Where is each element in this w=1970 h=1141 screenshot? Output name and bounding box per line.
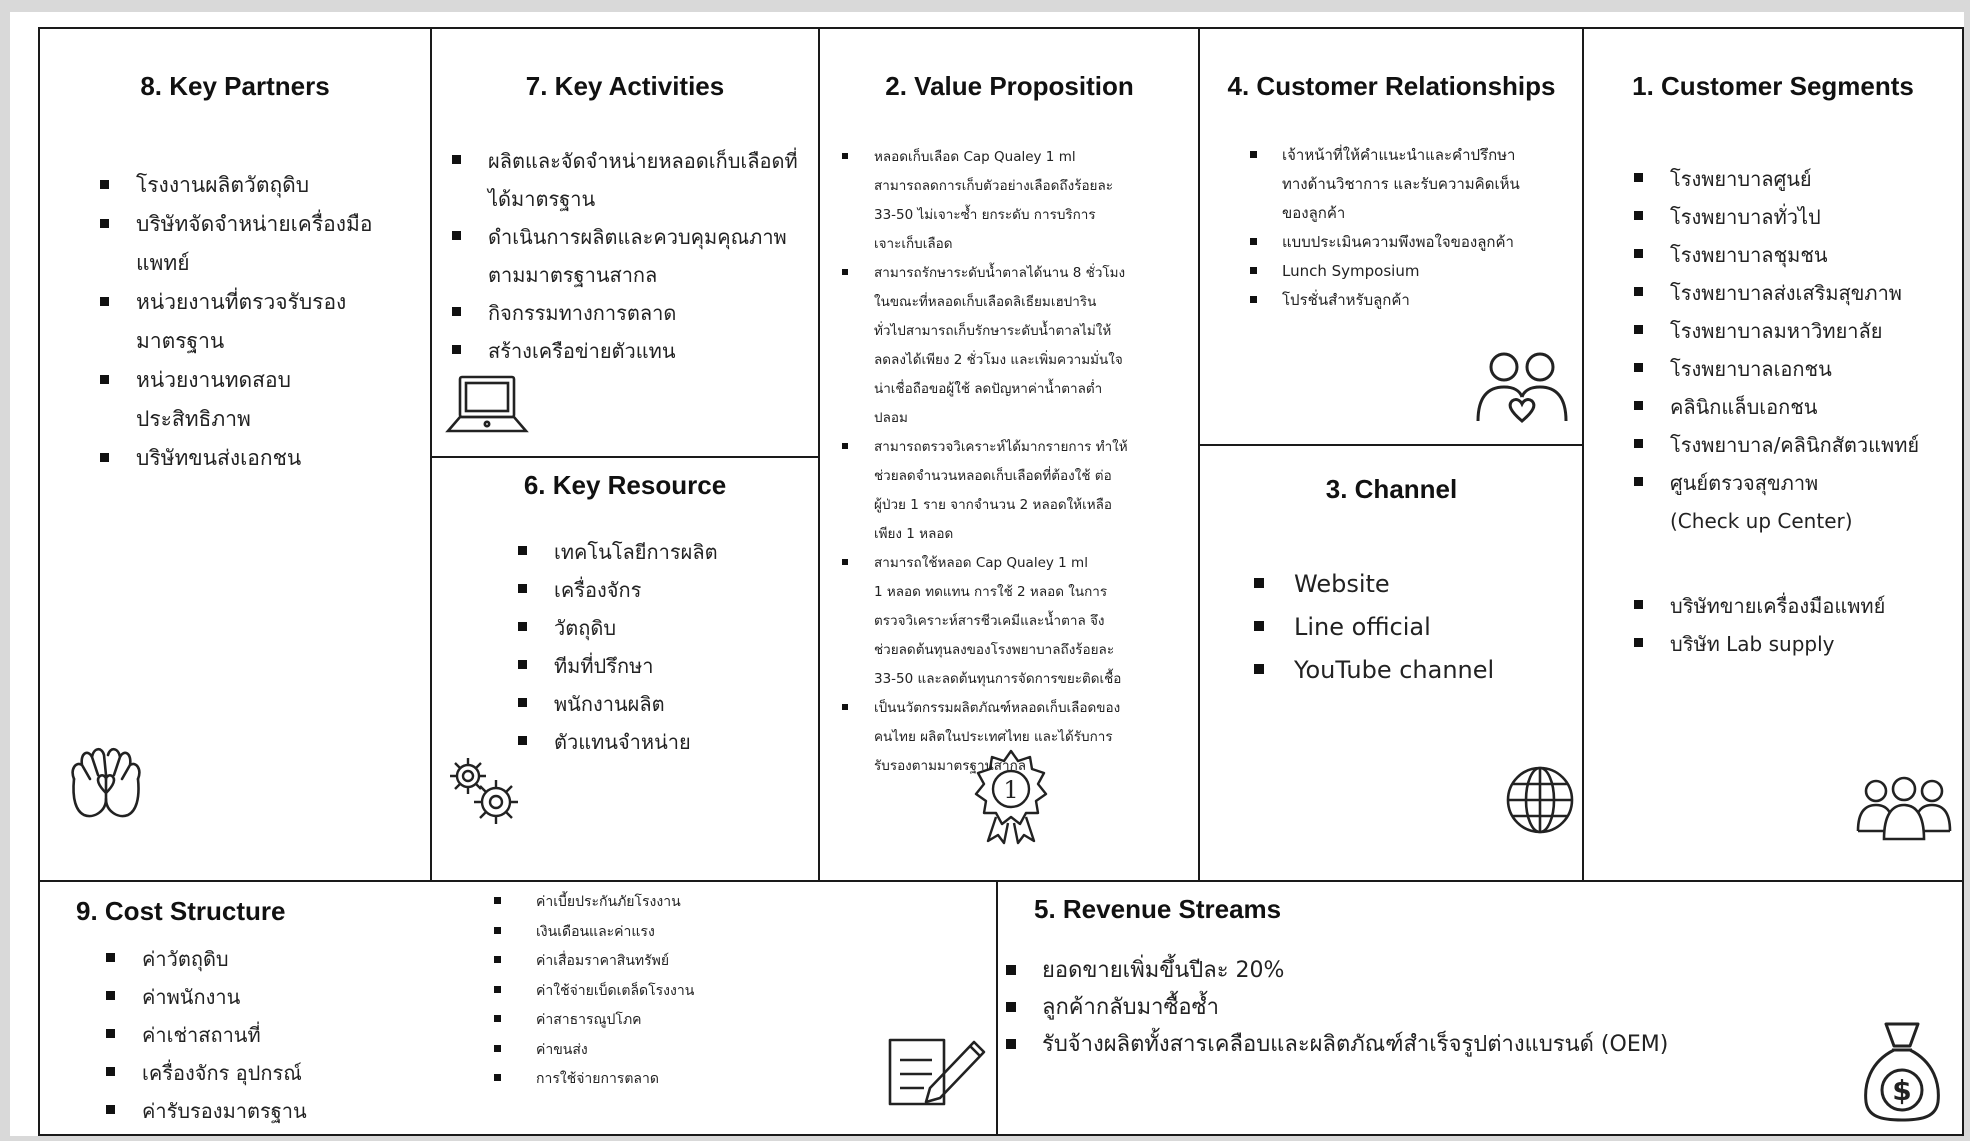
cost-structure-title: 9. Cost Structure bbox=[76, 896, 286, 926]
revenue-streams-list: ยอดขายเพิ่มขึ้นปีละ 20%ลูกค้ากลับมาซื้อซ… bbox=[1006, 952, 1766, 1063]
list-item: โรงพยาบาลมหาวิทยาลัย bbox=[1628, 312, 1958, 350]
list-item: หลอดเก็บเลือด Cap Qualey 1 ml สามารถลดกา… bbox=[826, 143, 1196, 259]
list-item: การใช้จ่ายการตลาด bbox=[488, 1065, 868, 1095]
list-item: ค่าพนักงาน bbox=[100, 978, 460, 1016]
list-item: โรงพยาบาลทั่วไป bbox=[1628, 198, 1958, 236]
key-resource-title: 6. Key Resource bbox=[523, 470, 727, 500]
list-item: Lunch Symposium bbox=[1246, 257, 1583, 286]
list-item: แบบประเมินความพึงพอใจของลูกค้า bbox=[1246, 228, 1583, 257]
money-bag-icon: $ bbox=[1860, 1020, 1944, 1124]
list-item: ศูนย์ตรวจสุขภาพ (Check up Center) bbox=[1628, 464, 1958, 540]
list-item: โรงพยาบาลชุมชน bbox=[1628, 236, 1958, 274]
list-item: ดำเนินการผลิตและควบคุมคุณภาพ ตามมาตรฐานส… bbox=[446, 218, 816, 294]
value-proposition-title: 2. Value Proposition bbox=[885, 71, 1134, 101]
customer-segments-block: 1. Customer Segments โรงพยาบาลศูนย์โรงพย… bbox=[1582, 27, 1964, 883]
list-item: รับจ้างผลิตทั้งสารเคลือบและผลิตภัณฑ์สำเร… bbox=[1006, 1026, 1766, 1063]
customer-relationships-block: 4. Customer Relationships เจ้าหน้าที่ให้… bbox=[1198, 27, 1585, 447]
list-item: บริษัทขนส่งเอกชน bbox=[94, 439, 424, 478]
list-item: Line official bbox=[1250, 606, 1580, 649]
cost-structure-block: 9. Cost Structure ค่าวัตถุดิบค่าพนักงานค… bbox=[38, 880, 1008, 1136]
list-item: บริษัทขายเครื่องมือแพทย์ bbox=[1628, 587, 1958, 625]
list-item: Website bbox=[1250, 563, 1580, 606]
business-model-canvas: 8. Key Partners โรงงานผลิตวัตถุดิบบริษัท… bbox=[10, 12, 1964, 1136]
hands-heart-icon bbox=[66, 739, 146, 823]
document-pen-icon bbox=[886, 1028, 992, 1108]
list-item: ตัวแทนจำหน่าย bbox=[512, 723, 812, 761]
list-item: กิจกรรมทางการตลาด bbox=[446, 294, 816, 332]
key-resource-list: เทคโนโลยีการผลิตเครื่องจักรวัตถุดิบทีมที… bbox=[512, 533, 812, 761]
list-item: หน่วยงานที่ตรวจรับรอง มาตรฐาน bbox=[94, 283, 424, 361]
list-item: โรงพยาบาลส่งเสริมสุขภาพ bbox=[1628, 274, 1958, 312]
key-partners-list: โรงงานผลิตวัตถุดิบบริษัทจัดจำหน่ายเครื่อ… bbox=[94, 166, 424, 478]
people-heart-icon bbox=[1474, 349, 1570, 425]
list-item: โรงพยาบาล/คลินิกสัตวแพทย์ bbox=[1628, 426, 1958, 464]
customer-segments-list-2: บริษัทขายเครื่องมือแพทย์บริษัท Lab suppl… bbox=[1628, 587, 1958, 663]
key-partners-block: 8. Key Partners โรงงานผลิตวัตถุดิบบริษัท… bbox=[38, 27, 432, 883]
dollar-symbol: $ bbox=[1892, 1074, 1911, 1107]
group-icon bbox=[1854, 775, 1954, 843]
cost-structure-list-2: ค่าเบี้ยประกันภัยโรงงานเงินเดือนและค่าแร… bbox=[488, 888, 868, 1095]
list-item: เงินเดือนและค่าแรง bbox=[488, 918, 868, 948]
value-proposition-list: หลอดเก็บเลือด Cap Qualey 1 ml สามารถลดกา… bbox=[826, 143, 1196, 781]
list-item: ค่าขนส่ง bbox=[488, 1036, 868, 1066]
list-item: ลูกค้ากลับมาซื้อซ้ำ bbox=[1006, 989, 1766, 1026]
cost-structure-list: ค่าวัตถุดิบค่าพนักงานค่าเช่าสถานที่เครื่… bbox=[100, 940, 460, 1130]
list-item: โรงงานผลิตวัตถุดิบ bbox=[94, 166, 424, 205]
key-resource-block: 6. Key Resource เทคโนโลยีการผลิตเครื่องจ… bbox=[430, 456, 820, 883]
list-item: ผลิตและจัดจำหน่ายหลอดเก็บเลือดที่ ได้มาต… bbox=[446, 142, 816, 218]
list-item: เจ้าหน้าที่ให้คำแนะนำและคำปรึกษา ทางด้าน… bbox=[1246, 141, 1583, 228]
list-item: สามารถตรวจวิเคราะห์ได้มากรายการ ทำให้ ช่… bbox=[826, 433, 1196, 549]
value-proposition-block: 2. Value Proposition หลอดเก็บเลือด Cap Q… bbox=[818, 27, 1201, 883]
list-item: ค่าวัตถุดิบ bbox=[100, 940, 460, 978]
list-item: โปรชั่นสำหรับลูกค้า bbox=[1246, 286, 1583, 315]
list-item: ค่าเบี้ยประกันภัยโรงงาน bbox=[488, 888, 868, 918]
list-item: ค่าเช่าสถานที่ bbox=[100, 1016, 460, 1054]
list-item: บริษัทจัดจำหน่ายเครื่องมือ แพทย์ bbox=[94, 205, 424, 283]
customer-segments-title: 1. Customer Segments bbox=[1632, 71, 1914, 101]
list-item: ค่าเสื่อมราคาสินทรัพย์ bbox=[488, 947, 868, 977]
globe-icon bbox=[1504, 764, 1576, 836]
list-item: พนักงานผลิต bbox=[512, 685, 812, 723]
list-item: โรงพยาบาลศูนย์ bbox=[1628, 160, 1958, 198]
key-partners-title: 8. Key Partners bbox=[140, 71, 330, 101]
list-item: โรงพยาบาลเอกชน bbox=[1628, 350, 1958, 388]
revenue-streams-block: 5. Revenue Streams ยอดขายเพิ่มขึ้นปีละ 2… bbox=[996, 880, 1964, 1136]
key-activities-list: ผลิตและจัดจำหน่ายหลอดเก็บเลือดที่ ได้มาต… bbox=[446, 142, 816, 370]
key-activities-title: 7. Key Activities bbox=[525, 71, 725, 101]
list-item: เครื่องจักร bbox=[512, 571, 812, 609]
list-item: สามารถรักษาระดับน้ำตาลได้นาน 8 ชั่วโมง ใ… bbox=[826, 259, 1196, 433]
channel-title: 3. Channel bbox=[1325, 474, 1458, 504]
customer-segments-list: โรงพยาบาลศูนย์โรงพยาบาลทั่วไปโรงพยาบาลชุ… bbox=[1628, 160, 1958, 540]
list-item: ค่าสาธารณูปโภค bbox=[488, 1006, 868, 1036]
badge-number: 1 bbox=[1003, 776, 1018, 804]
list-item: เครื่องจักร อุปกรณ์ bbox=[100, 1054, 460, 1092]
key-activities-block: 7. Key Activities ผลิตและจัดจำหน่ายหลอดเ… bbox=[430, 27, 820, 459]
list-item: วัตถุดิบ bbox=[512, 609, 812, 647]
laptop-icon bbox=[444, 371, 530, 441]
list-item: ค่ารับรองมาตรฐาน bbox=[100, 1092, 460, 1130]
award-badge-icon: 1 bbox=[966, 747, 1056, 845]
list-item: สร้างเครือข่ายตัวแทน bbox=[446, 332, 816, 370]
list-item: YouTube channel bbox=[1250, 649, 1580, 692]
list-item: คลินิกแล็บเอกชน bbox=[1628, 388, 1958, 426]
customer-relationships-list: เจ้าหน้าที่ให้คำแนะนำและคำปรึกษา ทางด้าน… bbox=[1246, 141, 1583, 315]
list-item: เทคโนโลยีการผลิต bbox=[512, 533, 812, 571]
list-item: สามารถใช้หลอด Cap Qualey 1 ml 1 หลอด ทดแ… bbox=[826, 549, 1196, 694]
list-item: หน่วยงานทดสอบ ประสิทธิภาพ bbox=[94, 361, 424, 439]
customer-relationships-title: 4. Customer Relationships bbox=[1227, 71, 1556, 101]
list-item: ทีมที่ปรึกษา bbox=[512, 647, 812, 685]
gears-icon bbox=[444, 752, 524, 828]
list-item: ยอดขายเพิ่มขึ้นปีละ 20% bbox=[1006, 952, 1766, 989]
revenue-streams-title: 5. Revenue Streams bbox=[1034, 894, 1282, 924]
list-item: ค่าใช้จ่ายเบ็ดเตล็ดโรงงาน bbox=[488, 977, 868, 1007]
list-item: บริษัท Lab supply bbox=[1628, 625, 1958, 663]
